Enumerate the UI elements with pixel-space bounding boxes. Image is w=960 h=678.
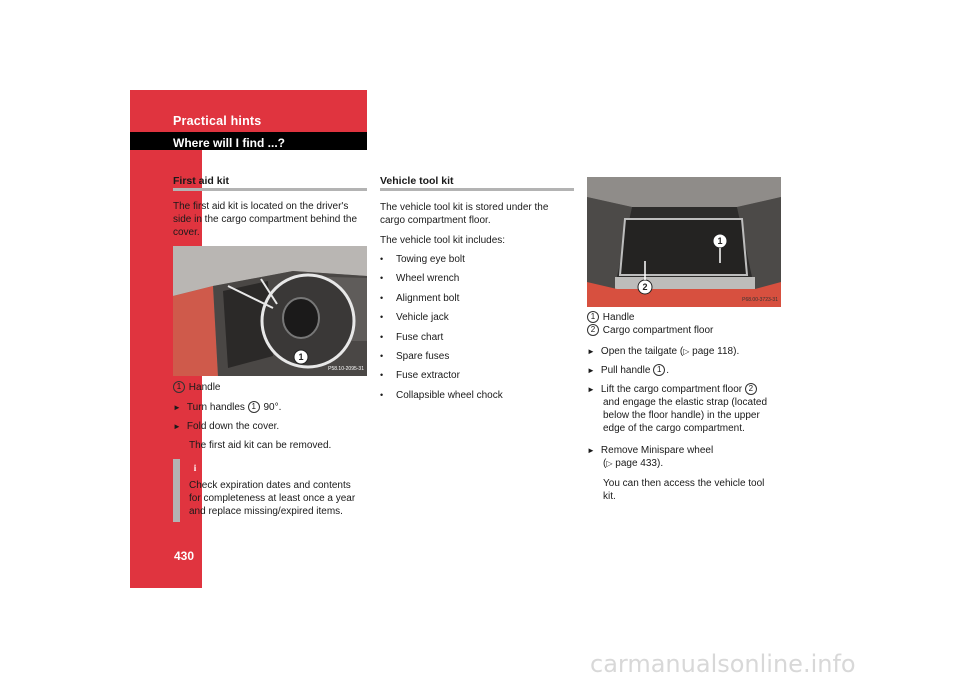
cargo-photo-ref: P68.00-3723-31 [742, 297, 778, 303]
cargo-floor-image: 1 2 [587, 177, 781, 307]
first-aid-legend: 1 Handle [173, 381, 220, 394]
svg-text:2: 2 [642, 282, 647, 292]
left-red-band [130, 90, 166, 132]
tool-kit-includes: The vehicle tool kit includes: [380, 235, 506, 246]
tool-kit-intro: The vehicle tool kit is stored under the… [380, 202, 549, 226]
page-number: 430 [173, 549, 195, 563]
cargo-step-4: ►Remove Minispare wheel (▷ page 433). [587, 445, 714, 469]
first-aid-photo: 1 P58.10-2095-31 [173, 246, 367, 376]
black-tab [130, 132, 166, 150]
list-item: •Alignment bolt [380, 293, 460, 304]
cargo-floor-photo: 1 2 P68.00-3723-31 [587, 177, 781, 307]
subtitle-bar [166, 132, 367, 150]
watermark: carmanualsonline.info [590, 650, 856, 678]
first-aid-step-2: ►Fold down the cover. [173, 421, 280, 432]
cargo-step-2: ►Pull handle 1. [587, 364, 669, 377]
svg-text:1: 1 [717, 236, 722, 246]
list-item: •Towing eye bolt [380, 254, 465, 265]
list-item: •Wheel wrench [380, 273, 460, 284]
cargo-step-1: ►Open the tailgate (▷ page 118). [587, 346, 740, 357]
first-aid-step-1: ►Turn handles 1 90°. [173, 401, 282, 414]
tool-kit-rule [380, 188, 574, 191]
list-item: •Fuse extractor [380, 370, 460, 381]
list-item: •Spare fuses [380, 351, 450, 362]
page-subtitle: Where will I find ...? [173, 136, 286, 150]
first-aid-compartment-image: 1 [173, 246, 367, 376]
first-aid-rule [173, 188, 367, 191]
tool-kit-list: •Towing eye bolt •Wheel wrench •Alignmen… [380, 253, 580, 413]
first-aid-photo-ref: P58.10-2095-31 [328, 366, 364, 372]
cargo-step-3: ►Lift the cargo compartment floor 2 and … [587, 383, 767, 434]
svg-text:1: 1 [298, 352, 303, 362]
list-item: •Vehicle jack [380, 312, 449, 323]
section-title: Practical hints [173, 114, 262, 128]
info-box-bar [173, 459, 180, 522]
first-aid-result: The first aid kit can be removed. [189, 440, 332, 451]
cargo-legend: 1 Handle 2 Cargo compartment floor [587, 311, 713, 337]
header-red-band [166, 90, 367, 132]
info-icon: i [189, 462, 201, 474]
list-item: •Fuse chart [380, 332, 444, 343]
list-item: •Collapsible wheel chock [380, 390, 503, 401]
first-aid-heading: First aid kit [173, 175, 230, 187]
first-aid-intro: The first aid kit is located on the driv… [173, 201, 357, 238]
tool-kit-heading: Vehicle tool kit [380, 175, 454, 187]
